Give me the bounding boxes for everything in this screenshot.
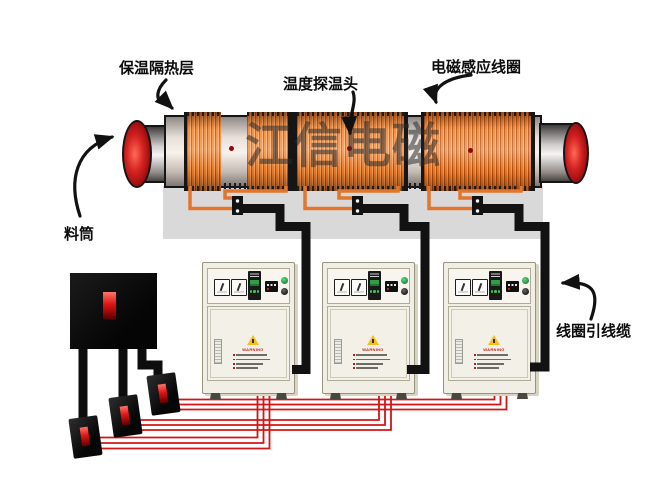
watermark-text: 江信电磁 [245,120,442,173]
controller-lcd [250,280,259,286]
controller-buttons [248,290,261,293]
cabinet-foot [517,393,528,399]
coil-divider-plate [288,112,297,191]
cabinet-door: WARNING [207,306,290,381]
analog-meter [334,279,350,296]
breaker-indicator-bar [157,383,169,404]
breaker-box [68,415,103,459]
controller-label-strip [491,273,500,277]
cabinet-door: WARNING [448,306,531,381]
controller-lcd [491,280,500,286]
cabinet-foot [451,393,462,399]
green-power-button [401,277,408,284]
digital-display [265,281,278,292]
control-cabinet: WARNING [202,262,295,399]
warning-triangle-icon [367,335,379,345]
controller-buttons [489,290,502,293]
power-distribution-box [70,273,157,349]
warning-text-line [353,367,378,370]
warning-triangle-icon [488,335,500,345]
green-power-button [281,277,288,284]
label-coil-lead-cable: 线圈引线缆 [556,323,632,340]
warning-triangle-icon [247,335,259,345]
arrow-induction-coil [422,73,473,105]
breaker-indicator-bar [79,426,91,447]
temperature-controller [368,271,381,300]
warning-sticker-title: WARNING [242,346,264,352]
breaker-indicator-bar [119,405,131,426]
controller-buttons [368,290,381,293]
digital-display [506,281,519,292]
label-barrel: 料筒 [64,226,95,243]
label-temperature-probe: 温度探温头 [283,76,359,93]
temperature-controller [489,271,502,300]
arrow-barrel [73,134,115,218]
door-side-label [334,339,342,364]
cabinet-top-panel [327,268,410,304]
label-insulation-layer: 保温隔热层 [119,60,195,77]
induction-coil-section [184,112,221,191]
arrow-lead-cable [560,273,597,321]
cabinet-foot [330,393,341,399]
warning-sticker-title: WARNING [483,346,505,352]
leg-3 [137,346,163,377]
junction-zone-background [163,186,543,239]
temperature-sensor-dot [347,146,352,151]
warning-text-line [474,367,499,370]
power-indicator-bar [103,292,116,319]
barrel-right-end-cap [563,122,589,184]
barrel-left-end-cap [122,120,152,188]
cabinet-foot [276,393,287,399]
warning-text-line [233,358,270,361]
warning-text-line [233,367,258,370]
cabinet-door: WARNING [327,306,410,381]
dark-stop-button [522,288,529,295]
warning-text-line [474,363,504,365]
warning-text-line [353,354,387,356]
warning-text-line [233,363,263,365]
warning-sticker: WARNING [232,335,274,377]
control-cabinet: WARNING [443,262,536,399]
controller-lcd [370,280,379,286]
warning-text-line [353,363,383,365]
dark-stop-button [281,288,288,295]
cabinet-top-panel [207,268,290,304]
analog-meter [455,279,471,296]
cabinet-foot [396,393,407,399]
analog-meter [351,279,367,296]
warning-text-line [233,354,267,356]
warning-text-line [474,354,508,356]
breaker-box [108,394,143,438]
green-power-button [522,277,529,284]
warning-sticker-title: WARNING [362,346,384,352]
dark-stop-button [401,288,408,295]
cabinet-top-panel [448,268,531,304]
warning-text-line [474,358,511,361]
warning-text-line [353,358,390,361]
temperature-controller [248,271,261,300]
temperature-sensor-dot [468,148,473,153]
control-cabinet: WARNING [322,262,415,399]
arrow-insulation [154,78,174,110]
breaker-box [146,372,181,416]
analog-meter [472,279,488,296]
door-side-label [455,339,463,364]
cabinet-foot [210,393,221,399]
warning-sticker: WARNING [473,335,515,377]
warning-sticker: WARNING [352,335,394,377]
controller-label-strip [250,273,259,277]
digital-display [385,281,398,292]
door-side-label [214,339,222,364]
temperature-sensor-dot [229,146,234,151]
label-induction-coil: 电磁感应线圈 [431,59,522,76]
controller-label-strip [370,273,379,277]
analog-meter [231,279,247,296]
analog-meter [214,279,230,296]
